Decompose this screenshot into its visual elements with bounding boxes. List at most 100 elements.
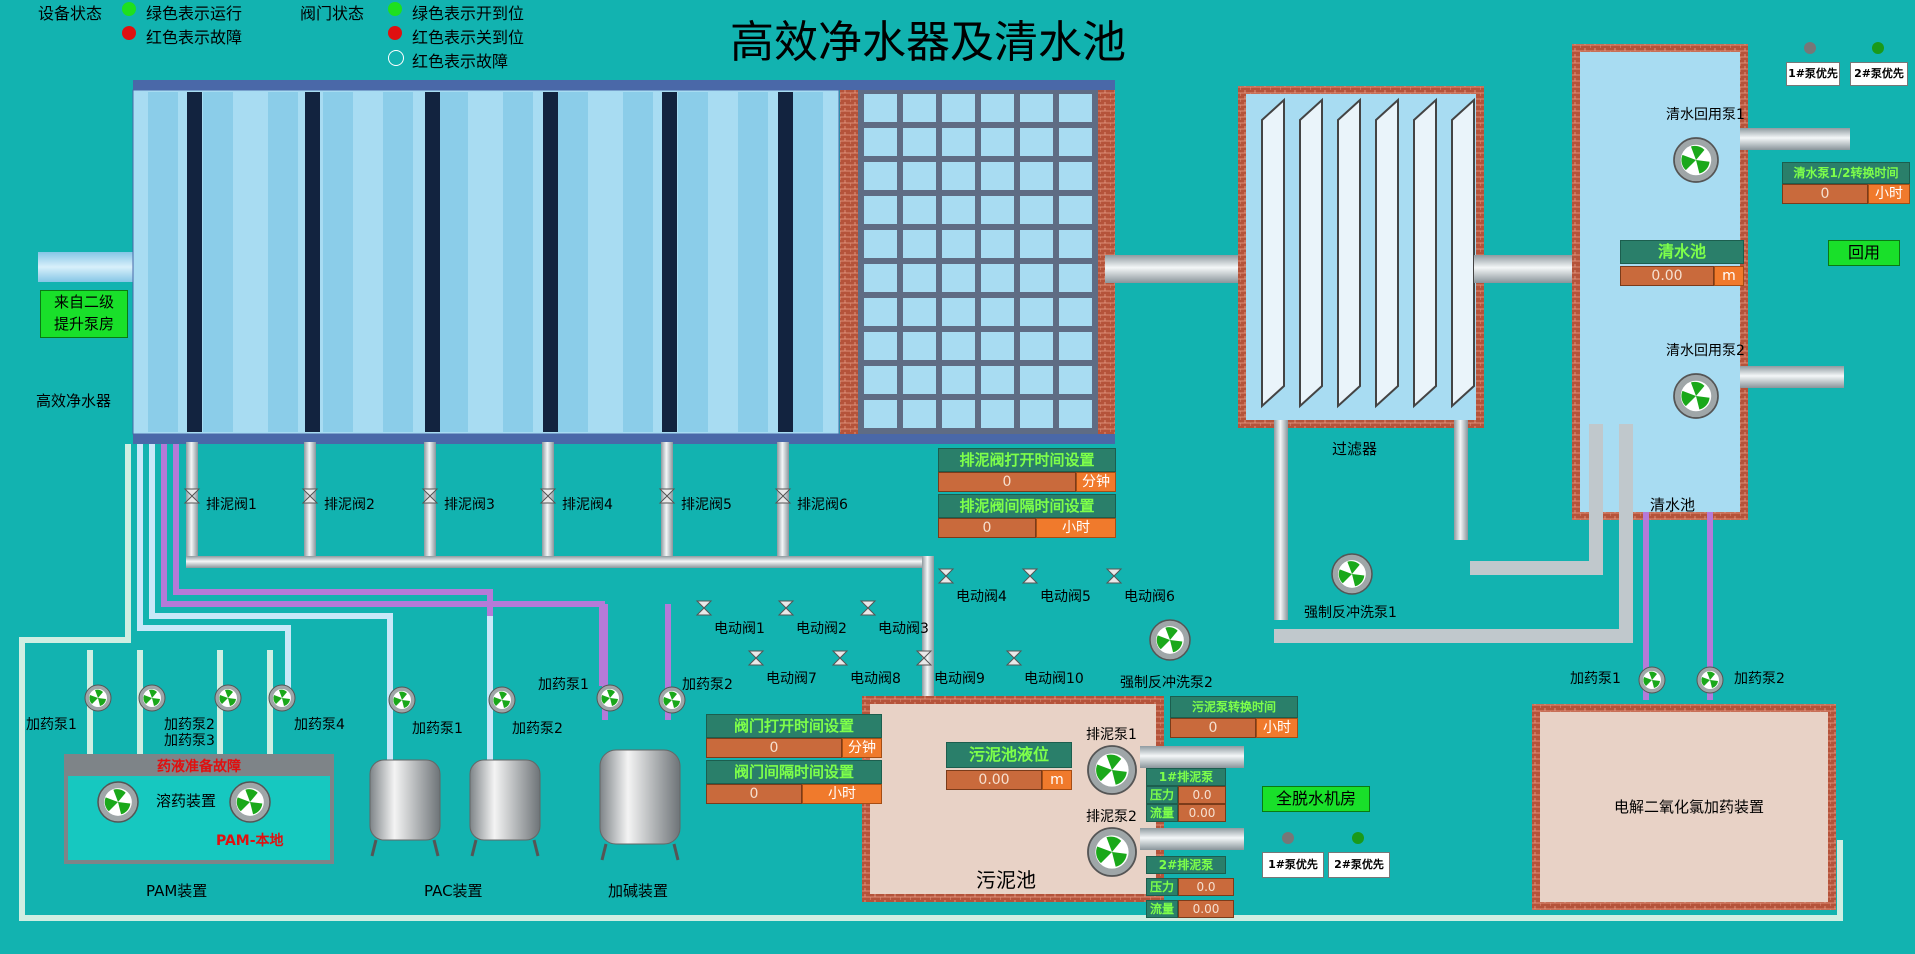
valve-open-unit: 分钟 bbox=[842, 738, 882, 758]
motor-valve-1-icon[interactable] bbox=[695, 599, 713, 617]
grid-cell bbox=[864, 94, 897, 122]
grid-cell bbox=[1020, 230, 1053, 258]
drain-valve-2-icon[interactable] bbox=[301, 487, 319, 505]
backwash-pump1-label: 强制反冲洗泵1 bbox=[1304, 605, 1397, 621]
grid-cell bbox=[981, 298, 1014, 326]
green-dot-icon bbox=[122, 2, 136, 16]
reuse-pump-2-icon[interactable] bbox=[1672, 372, 1720, 420]
pac-pump-2-label: 加药泵2 bbox=[512, 721, 563, 737]
alkali-dosing-pump-1-icon[interactable] bbox=[595, 683, 625, 713]
motor-valve-2-label: 电动阀2 bbox=[796, 621, 847, 637]
sludge-pump1-priority-button[interactable]: 1#泵优先 bbox=[1262, 852, 1324, 878]
pam-pump-3-label: 加药泵3 bbox=[164, 733, 215, 749]
pump1-flow-label: 流量 bbox=[1146, 804, 1178, 822]
drain-valve-1-icon[interactable] bbox=[183, 487, 201, 505]
drain-open-input[interactable]: 0 bbox=[938, 472, 1076, 492]
motor-valve-8-label: 电动阀8 bbox=[850, 671, 901, 687]
legend-valve-closed: 红色表示关到位 bbox=[412, 28, 525, 47]
drain-valve-2-label: 排泥阀2 bbox=[324, 497, 375, 513]
pam-pump-4-label: 加药泵4 bbox=[294, 717, 345, 733]
legend-device-run: 绿色表示运行 bbox=[146, 4, 243, 23]
clear-switch-title: 清水泵1/2转换时间 bbox=[1782, 162, 1910, 184]
valve-open-input[interactable]: 0 bbox=[706, 738, 842, 758]
legend-valve-fault: 红色表示故障 bbox=[412, 52, 509, 71]
drain-interval-input[interactable]: 0 bbox=[938, 518, 1036, 538]
grid-cell bbox=[903, 196, 936, 224]
pam-dosing-pump-2-icon[interactable] bbox=[137, 683, 167, 713]
pam-local-label: PAM-本地 bbox=[216, 833, 284, 849]
grid-cell bbox=[903, 162, 936, 190]
clear-level-unit: m bbox=[1714, 266, 1744, 286]
motor-valve-10-icon[interactable] bbox=[1005, 649, 1023, 667]
pam-fault-label: 药液准备故障 bbox=[157, 759, 241, 775]
grid-cell bbox=[1059, 94, 1092, 122]
chlorine-pump-2-label: 加药泵2 bbox=[1734, 671, 1785, 687]
pump2-pressure-label: 压力 bbox=[1146, 878, 1178, 896]
valve-status-label: 阀门状态 bbox=[300, 4, 365, 23]
hollow-dot-icon bbox=[388, 50, 404, 66]
motor-valve-1-label: 电动阀1 bbox=[714, 621, 765, 637]
pump2-flow-label: 流量 bbox=[1146, 900, 1178, 918]
valve-interval-title: 阀门间隔时间设置 bbox=[706, 760, 882, 784]
drain-interval-title: 排泥阀间隔时间设置 bbox=[938, 494, 1116, 518]
dissolve-mixer-1-icon[interactable] bbox=[96, 780, 140, 824]
clear-pool-label: 清水池 bbox=[1650, 496, 1696, 514]
sludge-pump1-title: 1#排泥泵 bbox=[1146, 768, 1226, 786]
drain-valve-6-icon[interactable] bbox=[774, 487, 792, 505]
pam-dosing-pump-3-icon[interactable] bbox=[213, 683, 243, 713]
drain-valve-4-icon[interactable] bbox=[539, 487, 557, 505]
motor-valve-8-icon[interactable] bbox=[831, 649, 849, 667]
grid-cell bbox=[981, 128, 1014, 156]
grid-cell bbox=[1059, 264, 1092, 292]
sludge-switch-input[interactable]: 0 bbox=[1170, 718, 1256, 738]
motor-valve-5-icon[interactable] bbox=[1021, 567, 1039, 585]
backwash-pump-2-icon[interactable] bbox=[1148, 618, 1192, 662]
grid-cell bbox=[981, 94, 1014, 122]
motor-valve-7-icon[interactable] bbox=[747, 649, 765, 667]
grid-cell bbox=[981, 230, 1014, 258]
dissolve-mixer-2-icon[interactable] bbox=[228, 780, 272, 824]
sludge-pump2-priority-button[interactable]: 2#泵优先 bbox=[1328, 852, 1390, 878]
sludge-pump-1-icon[interactable] bbox=[1086, 744, 1138, 796]
drain-valve-3-icon[interactable] bbox=[421, 487, 439, 505]
grid-cell bbox=[1020, 332, 1053, 360]
valve-interval-unit: 小时 bbox=[802, 784, 882, 804]
reuse-pump-1-icon[interactable] bbox=[1672, 136, 1720, 184]
motor-valve-4-icon[interactable] bbox=[937, 567, 955, 585]
filter-panel bbox=[1413, 97, 1437, 409]
green-dot-icon bbox=[388, 2, 402, 16]
pump1-priority-button[interactable]: 1#泵优先 bbox=[1786, 62, 1840, 86]
motor-valve-2-icon[interactable] bbox=[777, 599, 795, 617]
chlorine-pump-1-label: 加药泵1 bbox=[1570, 671, 1621, 687]
valve-interval-input[interactable]: 0 bbox=[706, 784, 802, 804]
pam-dosing-pump-4-icon[interactable] bbox=[267, 683, 297, 713]
grid-cell bbox=[864, 196, 897, 224]
motor-valve-6-icon[interactable] bbox=[1105, 567, 1123, 585]
red-dot-icon bbox=[388, 26, 402, 40]
backwash-pump-1-icon[interactable] bbox=[1330, 552, 1374, 596]
sludge-level-title: 污泥池液位 bbox=[946, 742, 1072, 768]
grid-cell bbox=[942, 196, 975, 224]
grid-cell bbox=[942, 162, 975, 190]
pump1-flow-value: 0.00 bbox=[1178, 804, 1226, 822]
chlorine-dosing-pump-1-icon[interactable] bbox=[1637, 665, 1667, 695]
grid-cell bbox=[981, 162, 1014, 190]
sludge-pump-2-icon[interactable] bbox=[1086, 826, 1138, 878]
chlorine-device-label: 电解二氧化氯加药装置 bbox=[1614, 798, 1765, 816]
pac-dosing-pump-2-icon[interactable] bbox=[487, 685, 517, 715]
pam-pump-2-label: 加药泵2 bbox=[164, 717, 215, 733]
pump2-priority-button[interactable]: 2#泵优先 bbox=[1850, 62, 1908, 86]
drain-valve-3-label: 排泥阀3 bbox=[444, 497, 495, 513]
grid-cell bbox=[903, 264, 936, 292]
chlorine-dosing-pump-2-icon[interactable] bbox=[1695, 665, 1725, 695]
motor-valve-3-icon[interactable] bbox=[859, 599, 877, 617]
grid-cell bbox=[903, 366, 936, 394]
motor-valve-9-icon[interactable] bbox=[915, 649, 933, 667]
clear-switch-input[interactable]: 0 bbox=[1782, 184, 1868, 204]
drain-valve-5-icon[interactable] bbox=[658, 487, 676, 505]
dewater-room-tag: 全脱水机房 bbox=[1262, 786, 1370, 812]
pac-dosing-pump-1-icon[interactable] bbox=[387, 685, 417, 715]
pam-dosing-pump-1-icon[interactable] bbox=[83, 683, 113, 713]
drain-valve-6-label: 排泥阀6 bbox=[797, 497, 848, 513]
filter-panel bbox=[1299, 97, 1323, 409]
